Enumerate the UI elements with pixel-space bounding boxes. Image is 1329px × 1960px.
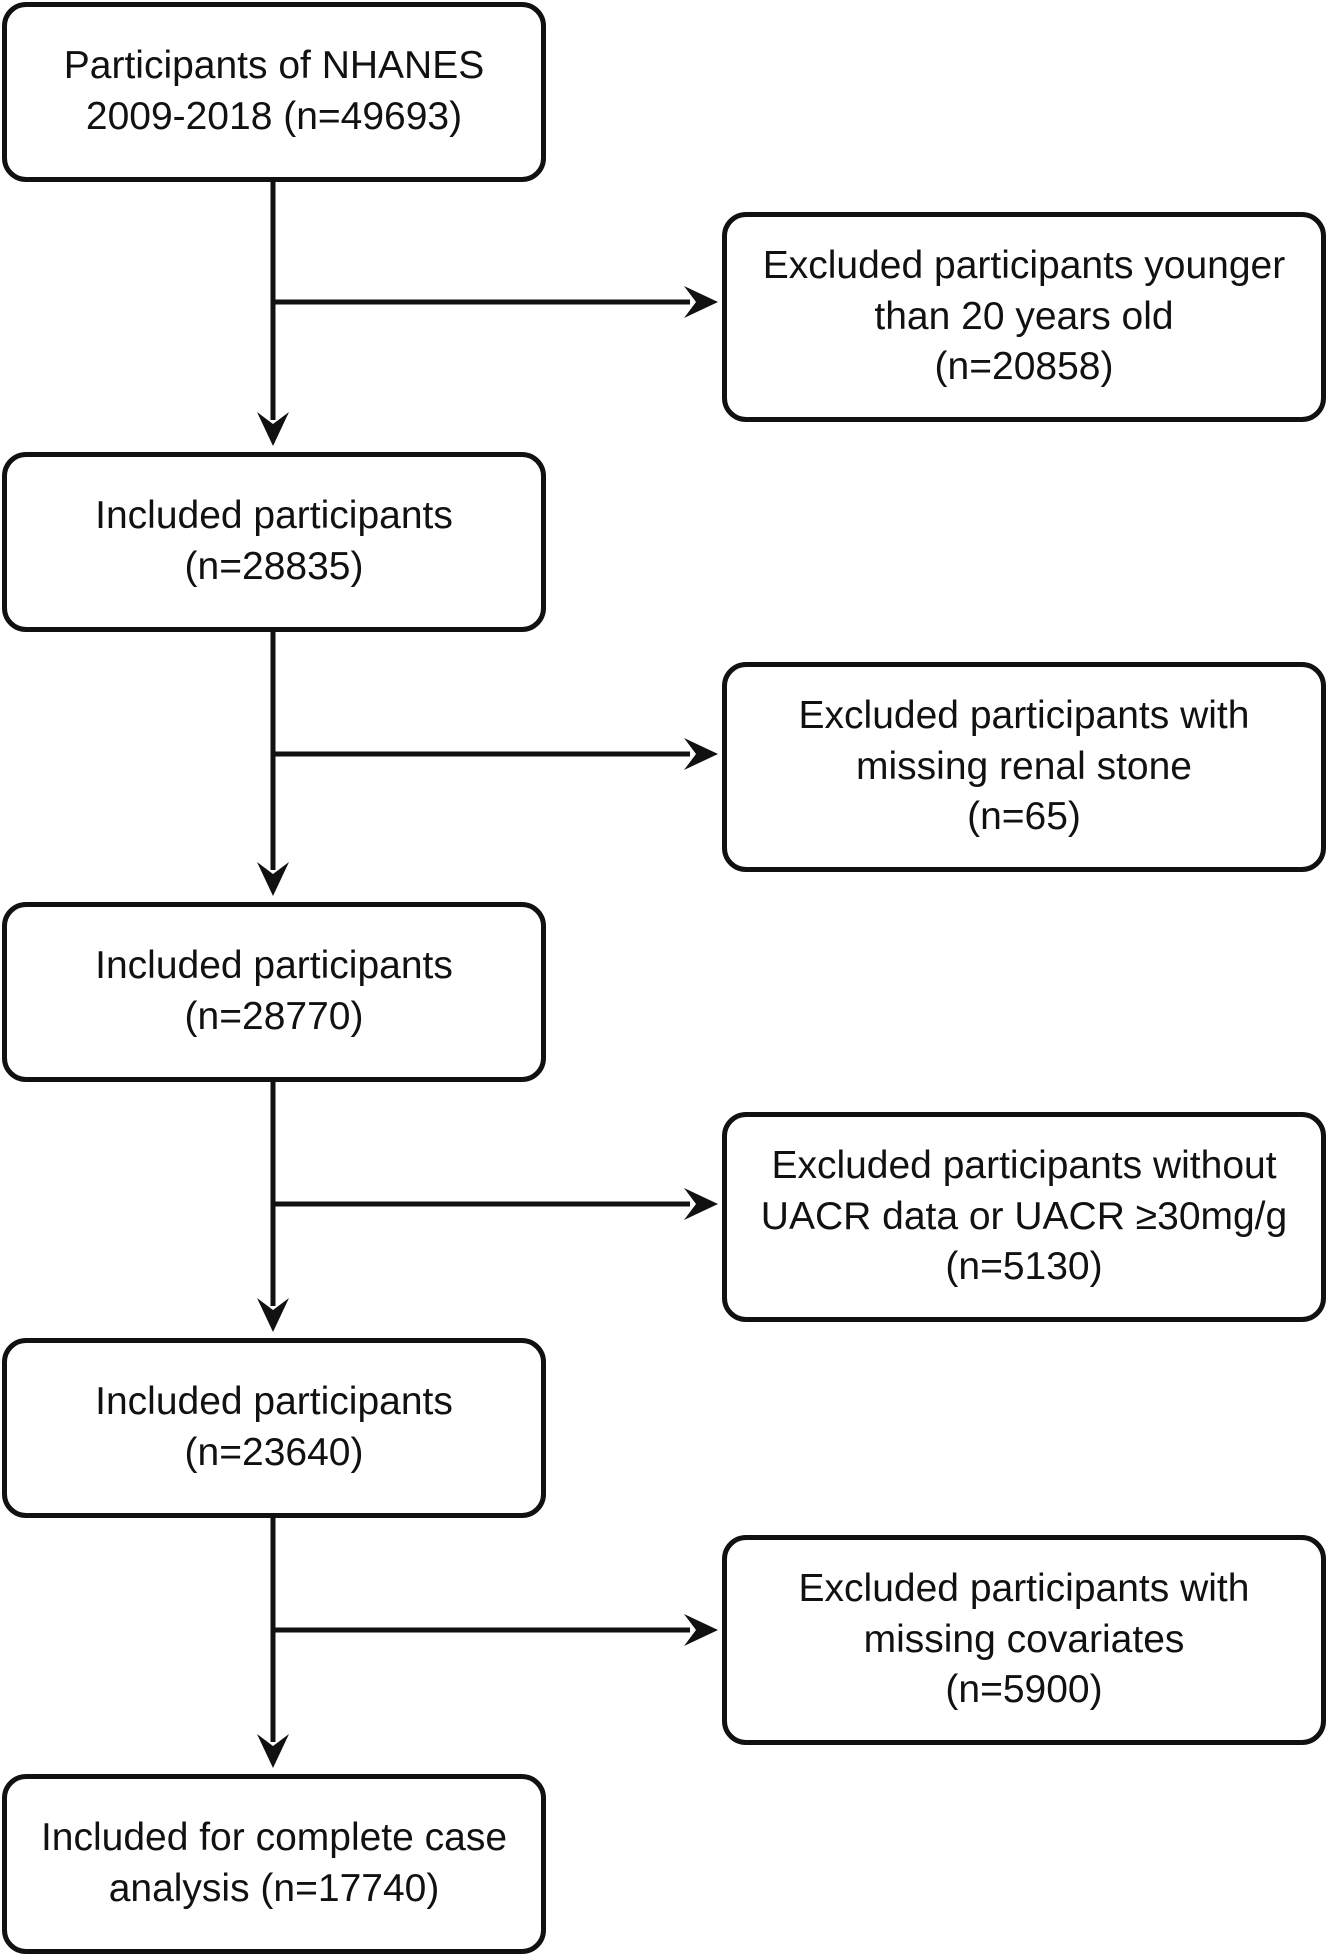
arrow-included-2-to-included-3 [257, 1082, 289, 1332]
arrow-to-excluded-2 [273, 738, 718, 770]
excluded-box-3-line-2: UACR data or UACR ≥30mg/g [760, 1194, 1288, 1238]
included-box-3-line-2: (n=23640) [184, 1431, 364, 1474]
excluded-box-3-line-1: Excluded participants without [771, 1143, 1277, 1187]
arrow-included-3-to-final [257, 1518, 289, 1768]
start-box: Participants of NHANES 2009-2018 (n=4969… [2, 2, 546, 182]
excluded-box-2-line-3: (n=65) [967, 795, 1081, 839]
excluded-box-2: Excluded participants with missing renal… [722, 662, 1326, 872]
excluded-box-1-line-3: (n=20858) [934, 345, 1114, 389]
arrow-included-1-to-included-2 [257, 632, 289, 896]
included-box-3: Included participants (n=23640) [2, 1338, 546, 1518]
excluded-box-4-line-2: missing covariates [863, 1617, 1185, 1661]
included-box-2: Included participants (n=28770) [2, 902, 546, 1082]
excluded-box-2-line-2: missing renal stone [856, 744, 1192, 788]
final-box-line-1: Included for complete case [40, 1816, 508, 1860]
excluded-box-3-line-3: (n=5130) [945, 1245, 1103, 1289]
excluded-box-1: Excluded participants younger than 20 ye… [722, 212, 1326, 422]
included-box-1-line-2: (n=28835) [184, 545, 364, 588]
arrow-to-excluded-4 [273, 1614, 718, 1646]
start-box-line-1: Participants of NHANES [63, 44, 485, 88]
included-box-2-line-1: Included participants [95, 944, 453, 988]
included-box-1-line-1: Included participants [95, 494, 453, 538]
arrow-to-excluded-1 [273, 286, 718, 318]
final-box-line-2: analysis (n=17740) [108, 1867, 440, 1910]
included-box-3-line-1: Included participants [95, 1380, 453, 1424]
included-box-1: Included participants (n=28835) [2, 452, 546, 632]
excluded-box-1-line-1: Excluded participants younger [762, 243, 1286, 287]
excluded-box-1-line-2: than 20 years old [874, 294, 1174, 338]
final-box: Included for complete case analysis (n=1… [2, 1774, 546, 1954]
included-box-2-line-2: (n=28770) [184, 995, 364, 1038]
excluded-box-4: Excluded participants with missing covar… [722, 1535, 1326, 1745]
excluded-box-3: Excluded participants without UACR data … [722, 1112, 1326, 1322]
arrow-start-to-included-1 [257, 182, 289, 446]
excluded-box-4-line-1: Excluded participants with [798, 1566, 1250, 1610]
start-box-line-2: 2009-2018 (n=49693) [85, 95, 463, 138]
excluded-box-4-line-3: (n=5900) [945, 1668, 1103, 1712]
excluded-box-2-line-1: Excluded participants with [798, 693, 1250, 737]
arrow-to-excluded-3 [273, 1188, 718, 1220]
